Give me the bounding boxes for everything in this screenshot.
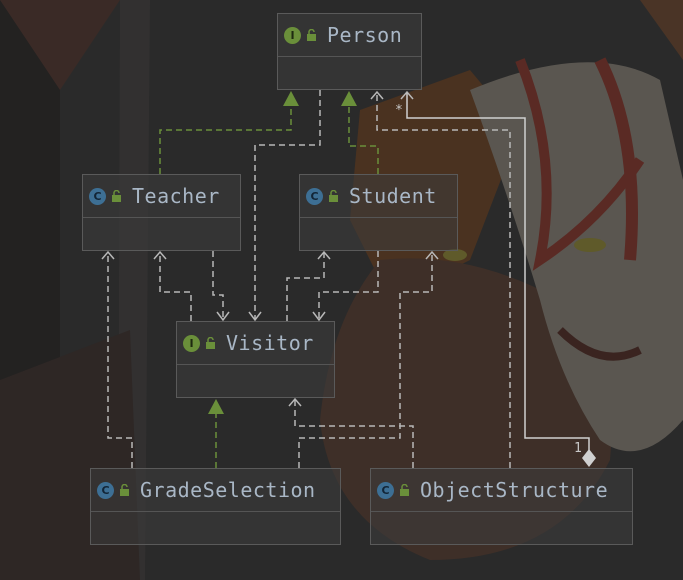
- lock-icon: [206, 337, 215, 349]
- class-node-teacher[interactable]: C Teacher: [82, 174, 241, 251]
- class-node-header: C Teacher: [83, 175, 240, 218]
- lock-icon: [307, 29, 316, 41]
- class-node-header: I Person: [278, 14, 421, 57]
- lock-icon: [400, 484, 409, 496]
- class-icon: C: [89, 187, 106, 205]
- class-node-header: C ObjectStructure: [371, 469, 632, 512]
- lock-icon: [112, 190, 121, 202]
- class-node-objectstructure[interactable]: C ObjectStructure: [370, 468, 633, 545]
- class-name: Student: [349, 184, 437, 208]
- lock-icon: [120, 484, 129, 496]
- class-node-student[interactable]: C Student: [299, 174, 458, 251]
- class-node-person[interactable]: I Person: [277, 13, 422, 90]
- class-name: ObjectStructure: [420, 478, 609, 502]
- lock-icon: [329, 190, 338, 202]
- class-name: Person: [327, 23, 403, 47]
- class-icon: C: [377, 481, 394, 499]
- class-name: GradeSelection: [140, 478, 316, 502]
- class-node-header: I Visitor: [177, 322, 334, 365]
- class-node-header: C Student: [300, 175, 457, 218]
- interface-icon: I: [183, 334, 200, 352]
- class-icon: C: [306, 187, 323, 205]
- class-name: Visitor: [226, 331, 314, 355]
- class-name: Teacher: [132, 184, 220, 208]
- class-node-header: C GradeSelection: [91, 469, 340, 512]
- class-node-visitor[interactable]: I Visitor: [176, 321, 335, 398]
- class-node-gradeselection[interactable]: C GradeSelection: [90, 468, 341, 545]
- class-icon: C: [97, 481, 114, 499]
- interface-icon: I: [284, 26, 301, 44]
